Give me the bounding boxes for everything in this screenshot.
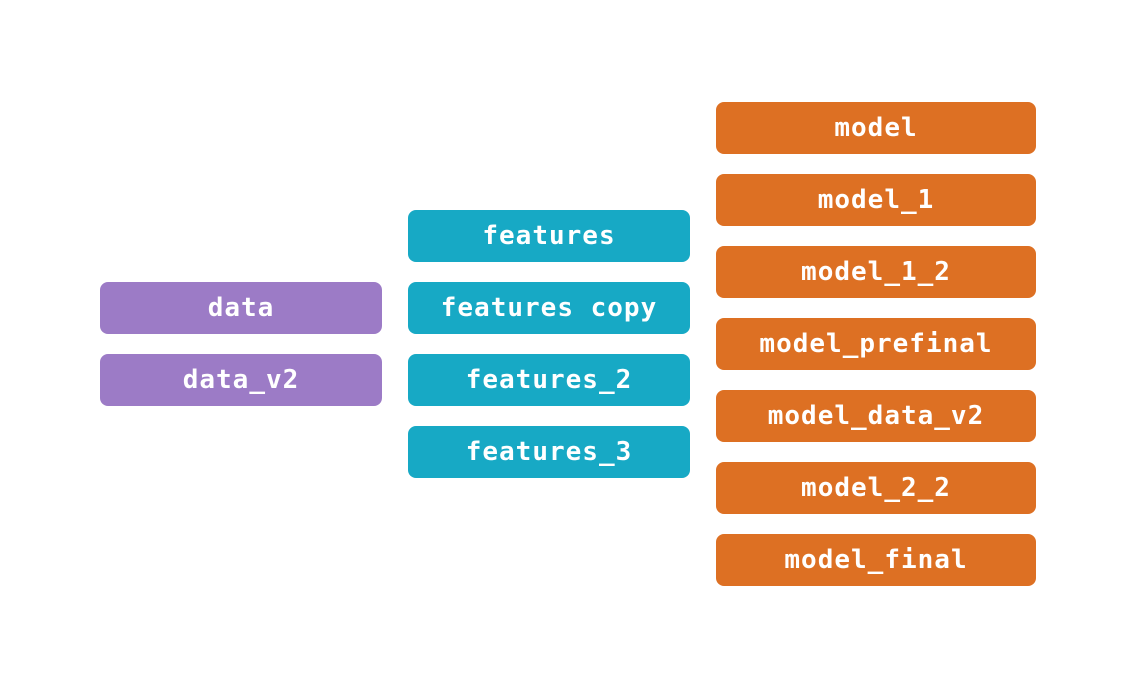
node-data: data	[100, 282, 382, 334]
node-model-1: model_1	[716, 174, 1036, 226]
node-model-final: model_final	[716, 534, 1036, 586]
node-model-data-v2: model_data_v2	[716, 390, 1036, 442]
column-features: features features copy features_2 featur…	[408, 0, 690, 688]
node-model: model	[716, 102, 1036, 154]
column-data: data data_v2	[100, 0, 382, 688]
column-model: model model_1 model_1_2 model_prefinal m…	[716, 0, 1036, 688]
node-features-2: features_2	[408, 354, 690, 406]
node-features: features	[408, 210, 690, 262]
node-data-v2: data_v2	[100, 354, 382, 406]
node-model-prefinal: model_prefinal	[716, 318, 1036, 370]
node-model-1-2: model_1_2	[716, 246, 1036, 298]
node-features-copy: features copy	[408, 282, 690, 334]
node-features-3: features_3	[408, 426, 690, 478]
node-model-2-2: model_2_2	[716, 462, 1036, 514]
